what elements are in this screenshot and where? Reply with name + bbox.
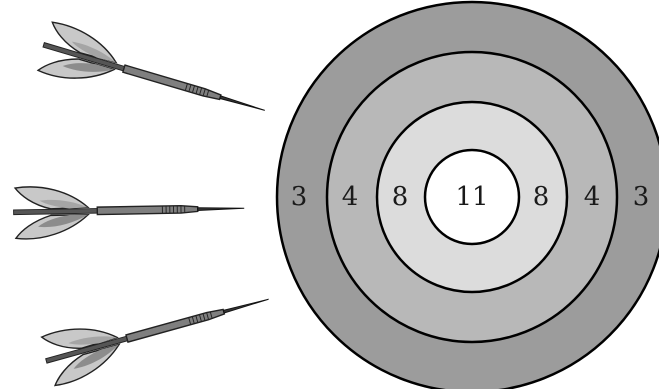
label-third-right: 8	[533, 182, 550, 212]
dart-middle	[13, 183, 245, 239]
label-third-left: 8	[392, 182, 409, 212]
darts	[13, 21, 276, 387]
dart-top	[36, 21, 272, 136]
ring-labels: 3 4 8 11 8 4 3	[291, 182, 650, 212]
label-second-left: 4	[342, 182, 359, 212]
label-second-right: 4	[584, 182, 601, 212]
dart-bottom	[40, 275, 276, 387]
label-outer-right: 3	[633, 182, 650, 212]
label-bullseye: 11	[455, 182, 488, 212]
label-outer-left: 3	[291, 182, 308, 212]
